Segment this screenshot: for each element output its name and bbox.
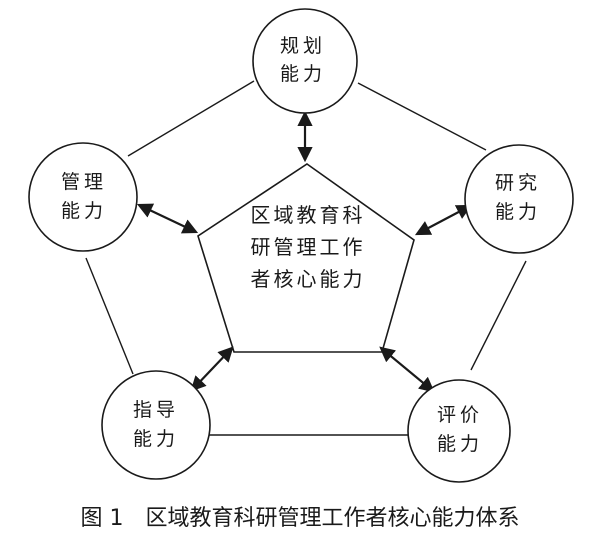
- arrow-core-guidance: [190, 346, 234, 392]
- node-planning: 规划 能力: [252, 8, 358, 114]
- arrow-core-research: [414, 204, 473, 236]
- connector-research-evaluation: [470, 260, 527, 371]
- connector-planning-research: [357, 82, 487, 151]
- arrow-core-management: [136, 203, 199, 234]
- connector-management-planning: [127, 80, 255, 157]
- node-planning-line-1: 规划: [280, 35, 326, 57]
- arrow-core-evaluation: [379, 346, 435, 393]
- core-label-line-3: 者核心能力: [251, 267, 366, 291]
- node-evaluation-line-1: 评价: [437, 404, 483, 426]
- node-guidance: 指导 能力: [101, 370, 211, 480]
- node-management: 管理 能力: [28, 142, 138, 252]
- node-research-line-1: 研究: [495, 172, 541, 194]
- node-management-line-2: 能力: [61, 200, 107, 222]
- node-evaluation: 评价 能力: [407, 379, 511, 483]
- connector-guidance-management: [85, 257, 134, 375]
- figure-title: 区域教育科研管理工作者核心能力体系: [145, 506, 520, 531]
- node-guidance-line-1: 指导: [133, 399, 179, 421]
- node-evaluation-line-2: 能力: [437, 433, 483, 455]
- core-label: 区域教育科 研管理工作 者核心能力: [251, 203, 366, 291]
- node-research: 研究 能力: [464, 144, 574, 254]
- core-label-line-2: 研管理工作: [251, 235, 366, 259]
- node-planning-line-2: 能力: [280, 63, 326, 85]
- core-label-line-1: 区域教育科: [251, 203, 366, 227]
- node-research-line-2: 能力: [495, 201, 541, 223]
- node-management-line-1: 管理: [61, 171, 107, 193]
- figure-number: 图 1: [80, 506, 124, 531]
- core-pentagon: [197, 163, 415, 353]
- node-guidance-line-2: 能力: [133, 428, 179, 450]
- figure-caption: 图 1 区域教育科研管理工作者核心能力体系: [0, 500, 600, 532]
